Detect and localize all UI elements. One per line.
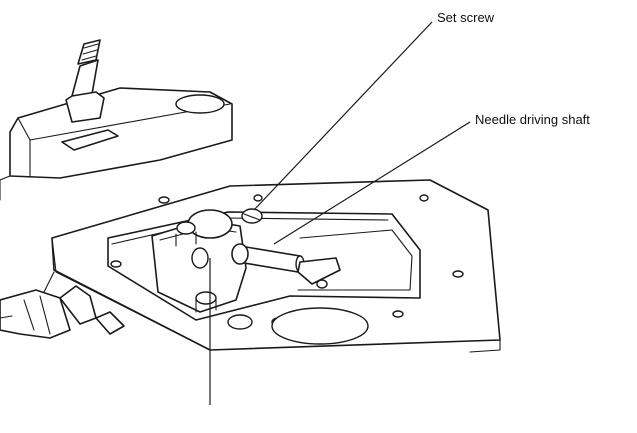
set-screw-label: Set screw bbox=[437, 10, 495, 25]
needle-driving-shaft-label: Needle driving shaft bbox=[475, 112, 590, 127]
leader-lines bbox=[209, 21, 471, 405]
side-pulley bbox=[0, 285, 125, 339]
crank-housing bbox=[151, 208, 263, 313]
needle-bar bbox=[65, 39, 105, 123]
driving-shaft bbox=[231, 243, 341, 289]
set-screw-leader bbox=[253, 21, 433, 211]
plate-holes bbox=[110, 194, 464, 345]
upper-housing bbox=[0, 87, 233, 201]
needle-shaft-leader bbox=[273, 121, 471, 245]
